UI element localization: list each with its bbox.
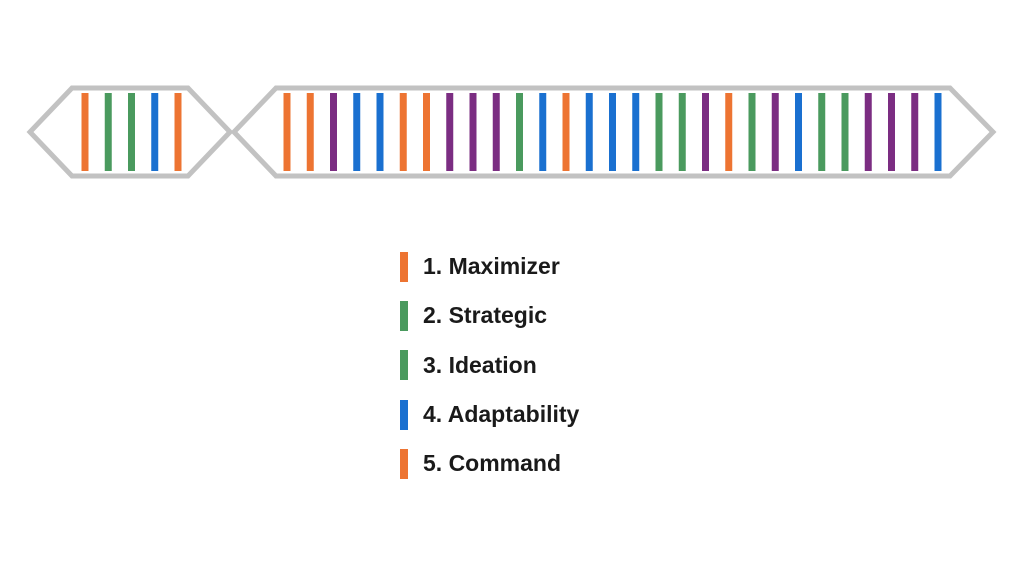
legend-label: 1. Maximizer	[423, 253, 560, 280]
left-segment-stripe-blue	[151, 93, 159, 171]
legend-item: 4. Adaptability	[400, 390, 579, 439]
right-segment-stripe-purple	[911, 93, 919, 171]
right-segment-stripe-blue	[585, 93, 593, 171]
legend-label: 4. Adaptability	[423, 401, 580, 428]
right-segment-stripe-orange	[562, 93, 570, 171]
right-segment-stripe-purple	[446, 93, 454, 171]
legend-label: 3. Ideation	[423, 351, 537, 378]
left-segment-stripe-green	[128, 93, 135, 171]
right-segment-stripe-orange	[725, 93, 733, 171]
right-segment-stripe-purple	[888, 93, 895, 171]
left-segment-outline	[26, 85, 234, 179]
legend-swatch	[400, 399, 408, 430]
legend-swatch	[400, 251, 408, 282]
right-segment-stripe-green	[818, 93, 826, 171]
right-segment-stripe-green	[516, 93, 523, 171]
right-segment-stripe-blue	[609, 93, 616, 171]
right-segment-stripe-blue	[632, 93, 640, 171]
right-segment-stripe-orange	[283, 93, 291, 171]
right-segment-stripe-green	[841, 93, 849, 171]
left-segment-stripe-orange	[174, 93, 182, 171]
legend-item: 2. Strategic	[400, 291, 579, 340]
right-segment-stripe-blue	[353, 93, 361, 171]
legend-swatch	[400, 448, 408, 479]
left-segment-stripe-green	[104, 93, 112, 171]
left-segment-stripe-orange	[81, 93, 89, 171]
strengths-dna-diagram	[26, 85, 997, 179]
right-segment-stripe-green	[748, 93, 756, 171]
right-segment-stripe-purple	[702, 93, 709, 171]
right-segment-stripe-green	[678, 93, 686, 171]
legend-swatch	[400, 300, 408, 331]
legend-label: 2. Strategic	[423, 302, 547, 329]
right-segment-stripe-purple	[864, 93, 872, 171]
legend-item: 1. Maximizer	[400, 242, 579, 291]
legend-swatch	[400, 350, 408, 381]
legend-label: 5. Command	[423, 450, 562, 477]
right-segment-stripe-blue	[795, 93, 802, 171]
right-segment-stripe-purple	[330, 93, 337, 171]
right-segment-stripe-purple	[469, 93, 477, 171]
legend: 1. Maximizer 2. Strategic 3. Ideation 4.…	[400, 242, 579, 488]
right-segment-stripe-blue	[539, 93, 547, 171]
right-segment-stripe-green	[655, 93, 663, 171]
right-segment-stripe-blue	[934, 93, 942, 171]
right-segment-stripe-purple	[492, 93, 500, 171]
legend-item: 3. Ideation	[400, 341, 579, 390]
right-segment-stripe-purple	[771, 93, 779, 171]
right-segment-stripe-orange	[399, 93, 407, 171]
legend-item: 5. Command	[400, 439, 579, 488]
right-segment-stripe-orange	[306, 93, 314, 171]
right-segment-stripe-orange	[423, 93, 430, 171]
right-segment-outline	[230, 85, 997, 179]
right-segment-stripe-blue	[376, 93, 384, 171]
